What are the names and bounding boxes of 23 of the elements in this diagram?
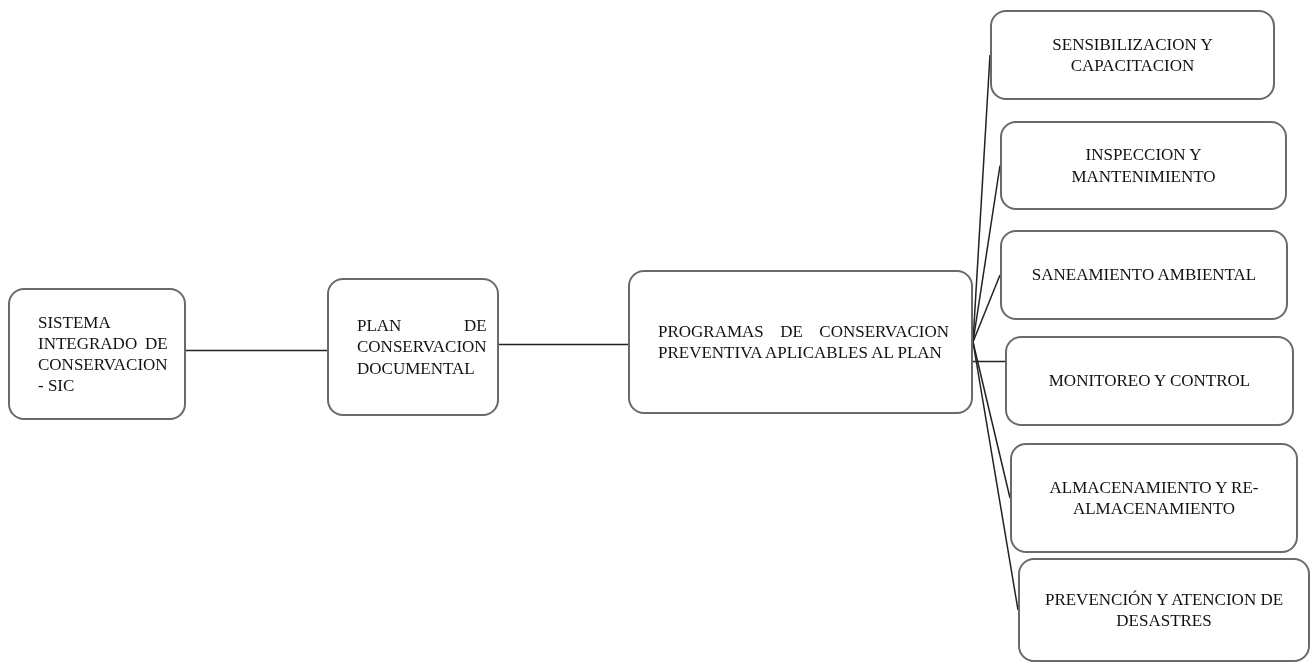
box-text: SENSIBILIZACION Y CAPACITACION	[1051, 33, 1214, 77]
process-box	[1005, 336, 1294, 426]
connector-line	[185, 349, 328, 352]
process-box	[990, 10, 1275, 100]
box-text: SISTEMA INTEGRADO DE CONSERVACION - SIC	[37, 311, 169, 397]
process-box	[8, 288, 186, 420]
process-box	[1018, 558, 1310, 662]
connector-line	[498, 343, 629, 346]
box-text: INSPECCION Y MANTENIMIENTO	[1070, 144, 1217, 187]
box-text: PROGRAMAS DE CONSERVACION PREVENTIVA APLICABLES AL PLAN	[657, 320, 950, 364]
box-text: PREVENCIÓN Y ATENCION DE DESASTRES	[1043, 588, 1285, 632]
box-text: PLAN DE CONSERVACION DOCUMENTAL	[356, 315, 488, 379]
connector-line	[972, 274, 1001, 343]
box-text: SANEAMIENTO AMBIENTAL	[1030, 264, 1258, 286]
box-text: MONITOREO Y CONTROL	[1047, 370, 1252, 392]
process-box	[327, 278, 499, 416]
process-box	[628, 270, 973, 414]
process-box	[1000, 230, 1288, 320]
box-text: ALMACENAMIENTO Y RE- ALMACENAMIENTO	[1048, 476, 1260, 520]
connector-line	[972, 360, 1006, 363]
process-box	[1000, 121, 1287, 210]
connector-line	[972, 341, 1019, 611]
process-box	[1010, 443, 1298, 553]
